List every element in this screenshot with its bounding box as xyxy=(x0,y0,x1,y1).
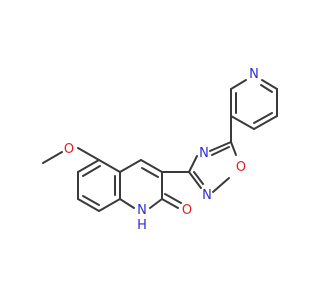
quinolinone-core xyxy=(77,159,182,212)
bond xyxy=(141,167,159,178)
quinolinone-n-label: N xyxy=(137,203,147,218)
bond xyxy=(82,195,100,206)
methoxy-o-label: O xyxy=(64,142,74,157)
oxadiazole-n4-label: N xyxy=(199,146,209,161)
bond xyxy=(253,115,278,130)
bond xyxy=(230,79,247,90)
bond xyxy=(149,198,163,209)
bond xyxy=(230,115,255,130)
bond xyxy=(140,159,163,173)
methoxy-group xyxy=(42,147,100,164)
oxadiazole-ring xyxy=(188,141,237,193)
bond xyxy=(211,146,230,156)
molecule-canvas: N N O N O N H O xyxy=(42,67,278,233)
bond xyxy=(261,79,278,90)
bond xyxy=(161,198,179,209)
bond xyxy=(77,159,100,173)
bond xyxy=(77,198,100,212)
pyridine-n-label: N xyxy=(249,67,259,82)
bond xyxy=(253,112,273,124)
bond xyxy=(82,165,101,177)
quinolinone-nh-label: H xyxy=(137,218,147,233)
bond xyxy=(98,198,121,212)
bond xyxy=(42,151,63,164)
oxadiazole-o1-label: O xyxy=(236,160,246,175)
bond xyxy=(77,147,100,161)
structure-diagram: N N O N O N H O xyxy=(42,67,278,233)
bond xyxy=(119,159,142,173)
bond xyxy=(193,171,204,185)
oxadiazole-n2-label: N xyxy=(202,188,212,203)
bond xyxy=(188,155,198,173)
bond xyxy=(119,198,135,209)
bond xyxy=(164,193,182,204)
bond xyxy=(209,141,232,152)
bond xyxy=(260,84,273,93)
bond xyxy=(188,171,202,189)
pyridine-ring xyxy=(230,79,278,130)
bond xyxy=(212,177,230,193)
bond xyxy=(230,141,237,156)
bond xyxy=(98,159,121,173)
carbonyl-o-label: O xyxy=(182,203,192,218)
